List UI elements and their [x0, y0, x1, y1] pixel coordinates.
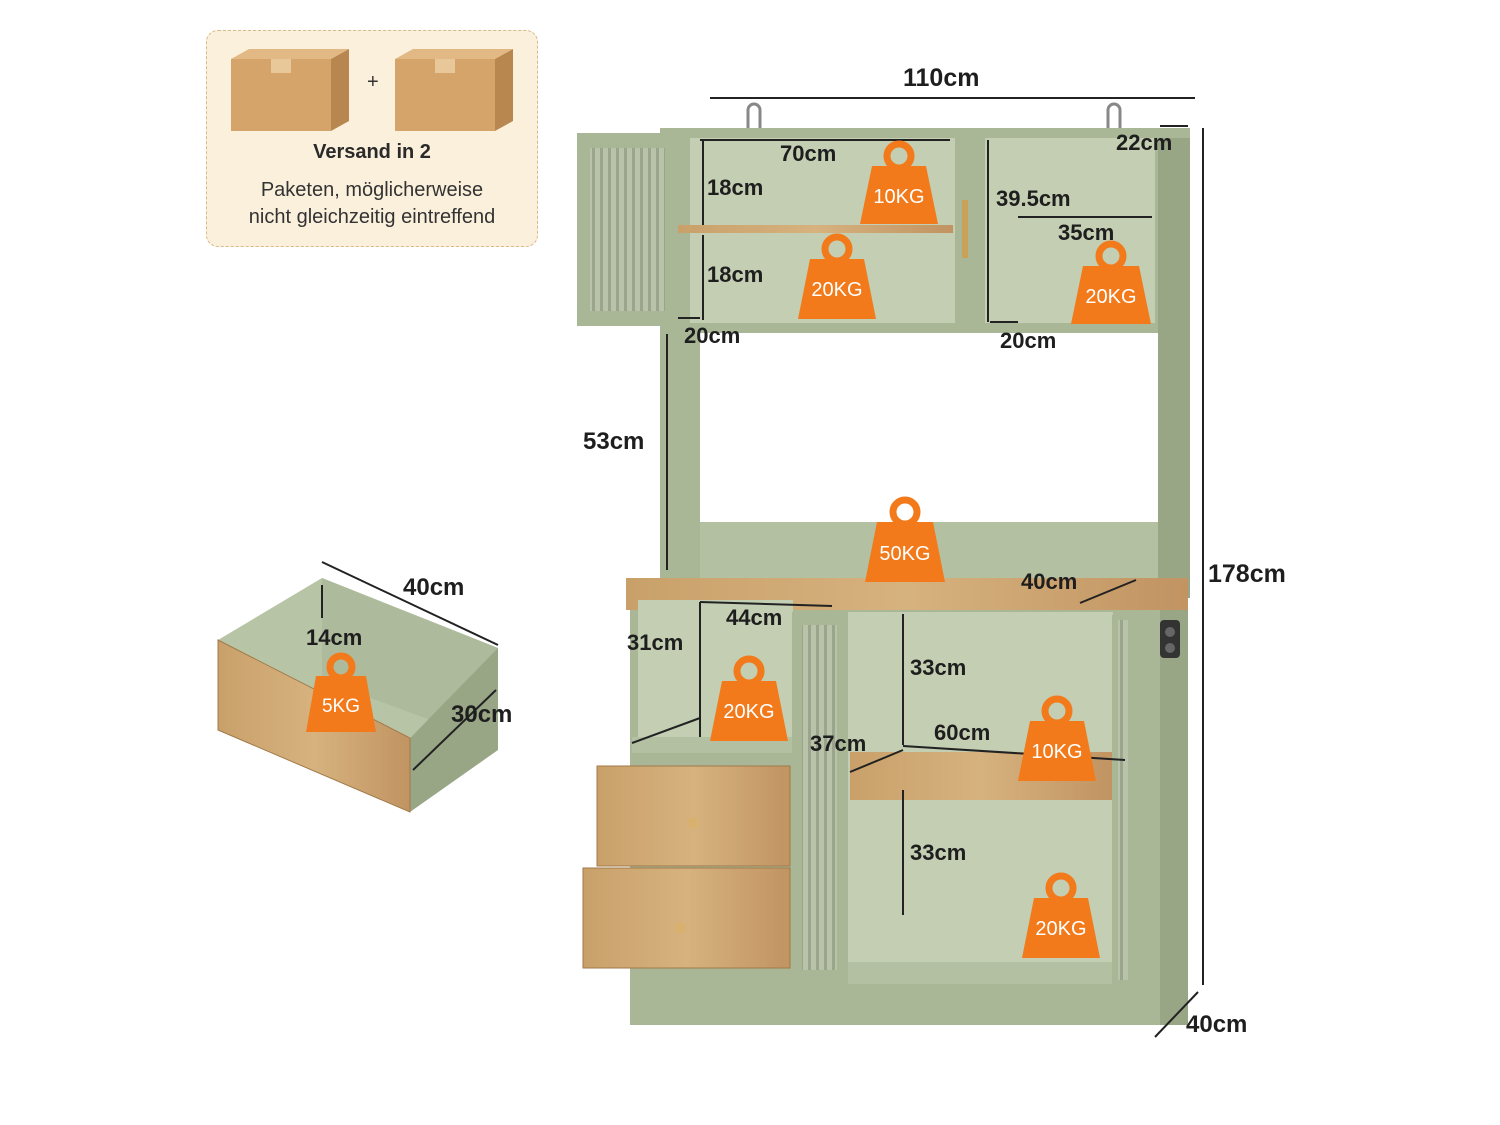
wall-anchor-icon [1106, 102, 1122, 128]
dim-upper-right-width: 35cm [1058, 220, 1115, 245]
weight-badge-icon: 20KG [798, 233, 876, 319]
dim-upper-left-shelf-top: 18cm [707, 175, 764, 200]
dim-lower-left-height: 31cm [627, 630, 684, 655]
weight-upper-right: 20KG [1085, 286, 1136, 308]
package-box-icon [395, 49, 513, 131]
dim-depth-total: 40cm [1186, 1011, 1248, 1038]
dim-upper-right-height: 39.5cm [996, 186, 1071, 211]
weight-badge-icon: 10KG [1018, 695, 1096, 781]
weight-badge-icon: 5KG [306, 652, 376, 732]
weight-lower-left: 20KG [723, 701, 774, 723]
drawer-front-2 [582, 867, 791, 969]
shipping-info-card: + Versand in 2 Paketen, möglicherweise n… [206, 30, 538, 247]
dim-counter-depth: 40cm [1021, 569, 1078, 594]
shipping-title: Versand in 2 [313, 141, 431, 163]
dim-lower-right-bottom-height: 33cm [910, 840, 967, 865]
shipping-note-line-2: nicht gleichzeitig eintreffend [248, 206, 496, 228]
weight-badge-icon: 20KG [710, 655, 788, 741]
dim-upper-left-shelf-bottom: 18cm [707, 262, 764, 287]
weight-counter: 50KG [879, 543, 930, 565]
dim-lower-left-width: 44cm [726, 605, 783, 630]
shipping-note: Paketen, möglicherweise nicht gleichzeit… [207, 177, 537, 231]
weight-upper-left-top: 10KG [873, 186, 924, 208]
dim-drawer-depth: 30cm [451, 701, 513, 728]
weight-badge-icon: 20KG [1022, 872, 1100, 958]
drawer-front-1 [596, 765, 791, 867]
power-socket-icon [1160, 620, 1180, 658]
dim-lower-right-width: 60cm [934, 720, 991, 745]
dim-upper-depth: 22cm [1116, 130, 1173, 155]
dimension-lines [321, 97, 1204, 1038]
wall-anchor-icon [746, 102, 762, 128]
dim-lower-right-depth: 37cm [810, 731, 867, 756]
dim-height-total: 178cm [1208, 560, 1286, 588]
weight-lower-right-bottom: 20KG [1035, 918, 1086, 940]
weight-drawer: 5KG [322, 696, 360, 717]
lower-cabinet [582, 600, 1188, 1025]
dim-drawer-height: 14cm [306, 625, 363, 650]
dim-open-height: 53cm [583, 428, 645, 455]
dim-upper-left-width: 70cm [780, 141, 837, 166]
shipping-note-line-1: Paketen, möglicherweise [260, 179, 484, 201]
dim-width-total: 110cm [903, 64, 980, 92]
dim-drawer-width: 40cm [403, 574, 465, 601]
dim-lower-right-top-height: 33cm [910, 655, 967, 680]
weight-badge-icon: 10KG [860, 140, 938, 224]
dim-upper-right-depth: 20cm [1000, 328, 1057, 353]
weight-badge-icon: 50KG [865, 496, 945, 582]
package-box-icon [231, 49, 349, 131]
weight-upper-left-bottom: 20KG [811, 279, 862, 301]
plus-sign: + [367, 71, 379, 93]
dim-upper-left-depth: 20cm [684, 323, 741, 348]
weight-badge-icon: 20KG [1071, 240, 1151, 324]
upper-right-door [955, 133, 983, 328]
weight-lower-right-shelf: 10KG [1031, 741, 1082, 763]
